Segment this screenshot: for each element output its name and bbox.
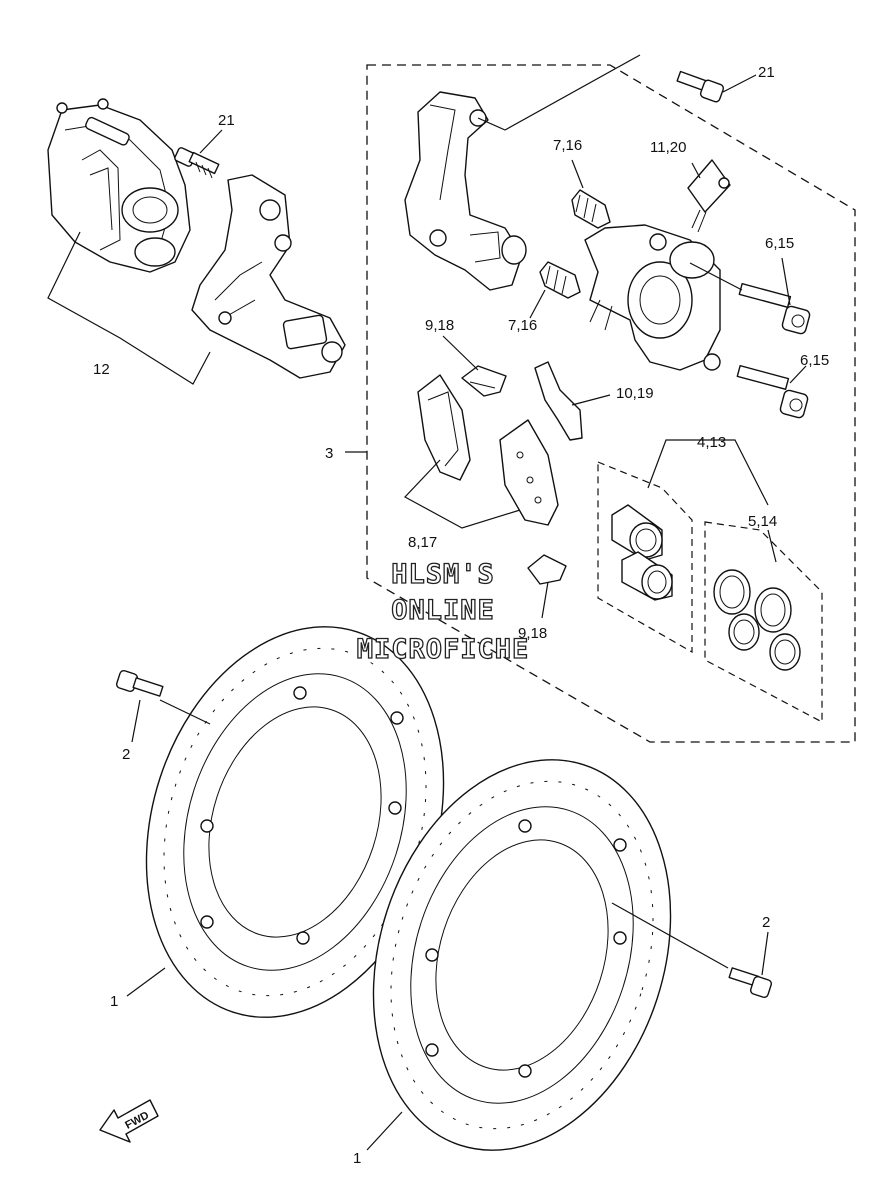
callout-7-16-mid: 7,16 xyxy=(508,317,537,334)
bolt-21-right xyxy=(676,70,725,103)
piston-4-13-lower xyxy=(621,551,673,601)
callout-9-18-top: 9,18 xyxy=(425,317,454,334)
callout-7-16-top: 7,16 xyxy=(553,137,582,154)
seal-group-boundary xyxy=(704,521,823,723)
callout-2-right: 2 xyxy=(762,914,770,931)
watermark-line-2: ONLINE xyxy=(391,595,495,626)
piston-4-13-upper xyxy=(611,504,663,561)
pin-6-15-lower xyxy=(736,364,809,419)
callout-6-15-top: 6,15 xyxy=(765,235,794,252)
piston-group-boundary xyxy=(597,461,693,654)
pad-spring-9-18-lower xyxy=(527,554,567,585)
callout-8-17: 8,17 xyxy=(408,534,437,551)
bolt-21-left xyxy=(174,147,220,179)
bolt-2-left xyxy=(115,669,164,697)
callout-6-15-mid: 6,15 xyxy=(800,352,829,369)
callout-1-left: 1 xyxy=(110,993,118,1010)
pin-6-15-upper xyxy=(738,282,811,335)
pad-retainer-10-19 xyxy=(534,361,583,441)
callout-3: 3 xyxy=(325,445,333,462)
brake-pad-8-17-right xyxy=(499,419,559,526)
callout-1-bottom: 1 xyxy=(353,1150,361,1167)
watermark: HLSM'S ONLINE MICROFICHE xyxy=(356,558,530,665)
brake-disc-1-right xyxy=(372,759,672,1151)
callout-21-top: 21 xyxy=(758,64,775,81)
callout-21-left: 21 xyxy=(218,112,235,129)
watermark-line-1: HLSM'S xyxy=(391,559,495,590)
boot-7-16-lower xyxy=(539,261,581,299)
caliper-bracket-right xyxy=(404,91,527,291)
assembly-boundary-dashed xyxy=(366,64,856,743)
caliper-bracket-left xyxy=(191,174,346,379)
callout-10-19: 10,19 xyxy=(616,385,654,402)
callout-12: 12 xyxy=(93,361,110,378)
callout-9-18-bottom: 9,18 xyxy=(518,625,547,642)
fwd-arrow-icon: FWD xyxy=(99,1099,159,1143)
callout-5-14: 5,14 xyxy=(748,513,777,530)
callout-11-20: 11,20 xyxy=(650,139,686,156)
caliper-body-right xyxy=(584,224,721,371)
assembled-caliper-left xyxy=(47,98,191,273)
boot-7-16-upper xyxy=(571,189,611,229)
bleed-valve-11-20 xyxy=(687,159,731,233)
callout-4-13: 4,13 xyxy=(697,434,726,451)
callout-2-left: 2 xyxy=(122,746,130,763)
bolt-2-right xyxy=(728,967,773,999)
pad-spring-9-18-upper xyxy=(461,365,507,397)
watermark-line-3: MICROFICHE xyxy=(357,634,530,665)
seals-5-14 xyxy=(713,569,801,671)
brake-pad-8-17-left xyxy=(417,374,471,481)
brake-disc-1-left xyxy=(145,626,445,1018)
